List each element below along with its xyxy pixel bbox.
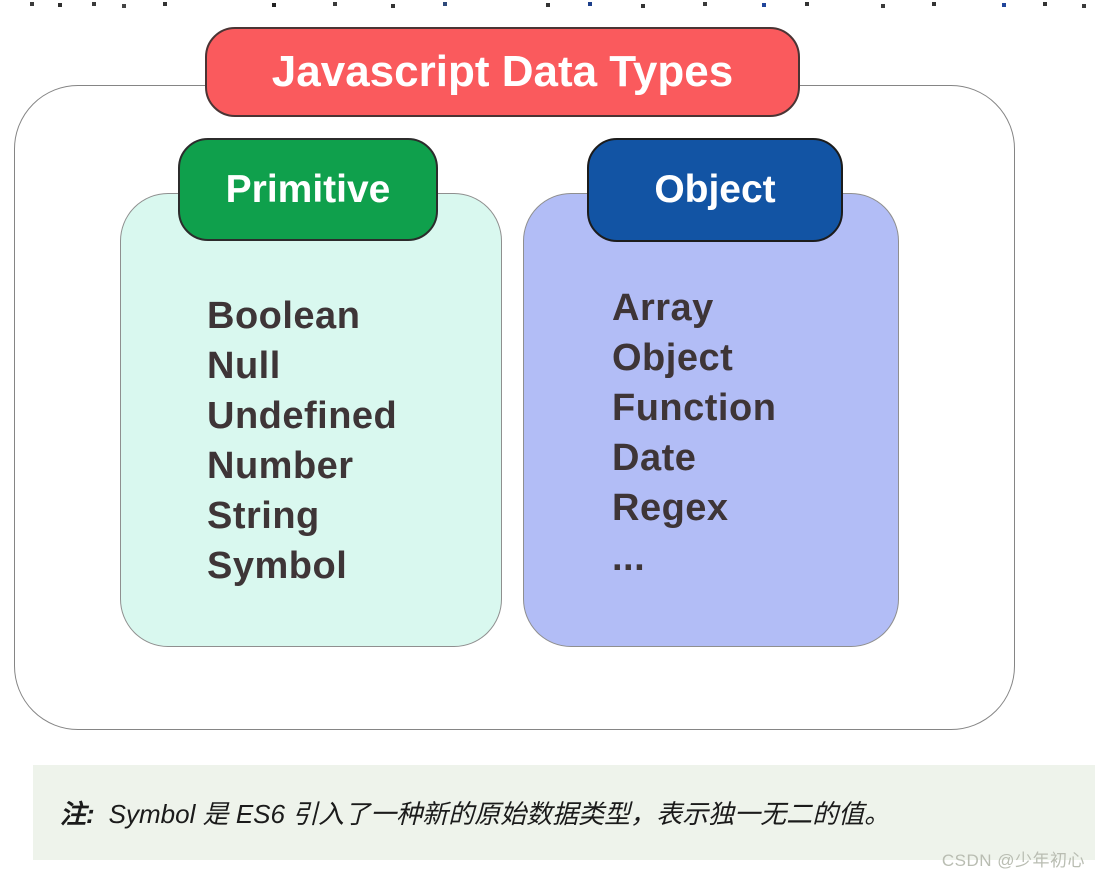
list-item: Null <box>207 345 281 387</box>
primitive-header-label: Primitive <box>225 167 391 211</box>
csdn-watermark: CSDN @少年初心 <box>941 851 1085 870</box>
list-item: Date <box>612 437 697 479</box>
note-body: Symbol 是 ES6 引入了一种新的原始数据类型，表示独一无二的值。 <box>108 799 891 829</box>
list-item: Symbol <box>207 545 348 587</box>
object-type-list: Array Object Function Date Regex ... <box>612 283 776 583</box>
object-header: Object <box>587 138 843 242</box>
list-item: Function <box>612 387 777 429</box>
list-item: Array <box>612 287 714 329</box>
object-header-label: Object <box>654 168 776 211</box>
primitive-panel <box>120 193 502 647</box>
list-item: Object <box>612 337 734 379</box>
primitive-header: Primitive <box>178 138 438 241</box>
list-item: ... <box>612 537 646 579</box>
note-prefix: 注: <box>60 799 95 829</box>
list-item: String <box>207 495 320 537</box>
list-item: Boolean <box>207 295 361 337</box>
list-item: Regex <box>612 487 729 529</box>
note-text: 注: Symbol 是 ES6 引入了一种新的原始数据类型，表示独一无二的值。 <box>60 794 890 831</box>
primitive-type-list: Boolean Null Undefined Number String Sym… <box>207 291 397 591</box>
diagram-title-label: Javascript Data Types <box>271 47 734 96</box>
object-panel <box>523 193 899 647</box>
diagram-title: Javascript Data Types <box>205 27 800 117</box>
note-block: 注: Symbol 是 ES6 引入了一种新的原始数据类型，表示独一无二的值。 <box>33 765 1095 860</box>
list-item: Number <box>207 445 354 487</box>
clipped-text-fragments <box>0 2 4 6</box>
list-item: Undefined <box>207 395 398 437</box>
